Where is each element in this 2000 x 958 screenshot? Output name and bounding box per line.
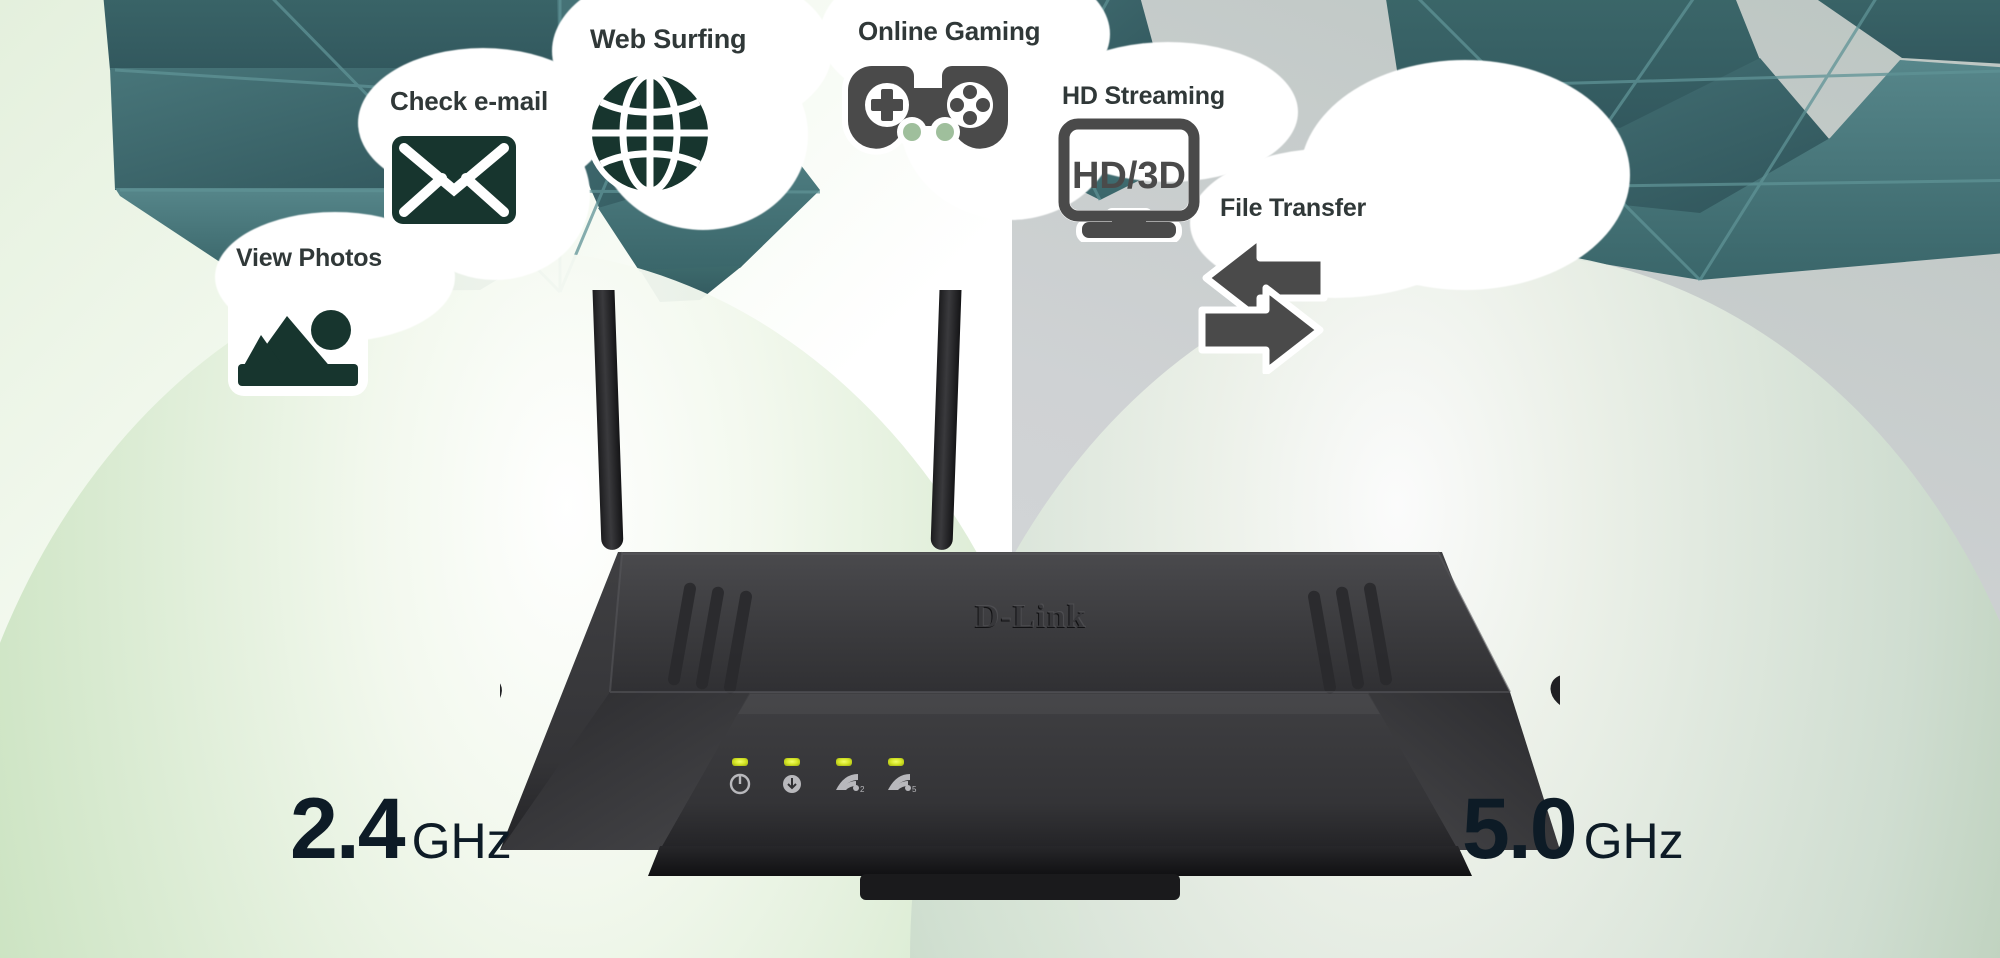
feature-label-online-gaming: Online Gaming bbox=[858, 16, 1041, 46]
wifi-5-led: 5 bbox=[888, 758, 917, 794]
svg-text:2: 2 bbox=[860, 785, 865, 794]
antenna-outer-right bbox=[1550, 390, 1725, 711]
antenna-inner-right bbox=[930, 232, 964, 550]
photo-icon bbox=[228, 288, 368, 396]
monitor-icon: HD/3D bbox=[1056, 118, 1202, 242]
router-brand-logo-emboss: D-Link bbox=[975, 598, 1087, 635]
antenna-outer-left bbox=[327, 392, 502, 713]
frequency-value-24: 2.4 bbox=[290, 781, 406, 877]
router-device: D-Link D-Link bbox=[327, 225, 1725, 958]
feature-label-check-email: Check e-mail bbox=[390, 86, 549, 116]
antenna-inner-left bbox=[590, 225, 624, 550]
power-led bbox=[729, 758, 751, 795]
led-indicator-row: 2 5 bbox=[729, 758, 917, 795]
frequency-unit-5: GHz bbox=[1583, 813, 1684, 869]
cloud-blob-transfer2 bbox=[1300, 60, 1630, 290]
gamepad-icon bbox=[842, 60, 1014, 170]
router-base-stand bbox=[860, 874, 1180, 900]
transfer-arrows-icon bbox=[1198, 234, 1328, 374]
svg-text:5: 5 bbox=[912, 785, 917, 794]
feature-label-view-photos: View Photos bbox=[236, 244, 382, 272]
feature-label-hd-streaming: HD Streaming bbox=[1062, 82, 1225, 110]
internet-led bbox=[783, 758, 801, 793]
router-brand-logo: D-Link bbox=[974, 599, 1086, 636]
frequency-unit-24: GHz bbox=[411, 813, 512, 869]
globe-icon bbox=[585, 68, 715, 198]
vent-slots-left bbox=[668, 582, 752, 694]
monitor-screen-text: HD/3D bbox=[1072, 155, 1186, 197]
vent-slots-right bbox=[1308, 582, 1392, 694]
router-front-lip bbox=[648, 846, 1472, 876]
feature-label-web-surfing: Web Surfing bbox=[590, 24, 747, 54]
envelope-icon bbox=[384, 128, 524, 232]
frequency-value-5: 5.0 bbox=[1462, 781, 1578, 877]
feature-label-file-transfer: File Transfer bbox=[1220, 194, 1367, 222]
wifi-24-led: 2 bbox=[836, 758, 865, 794]
